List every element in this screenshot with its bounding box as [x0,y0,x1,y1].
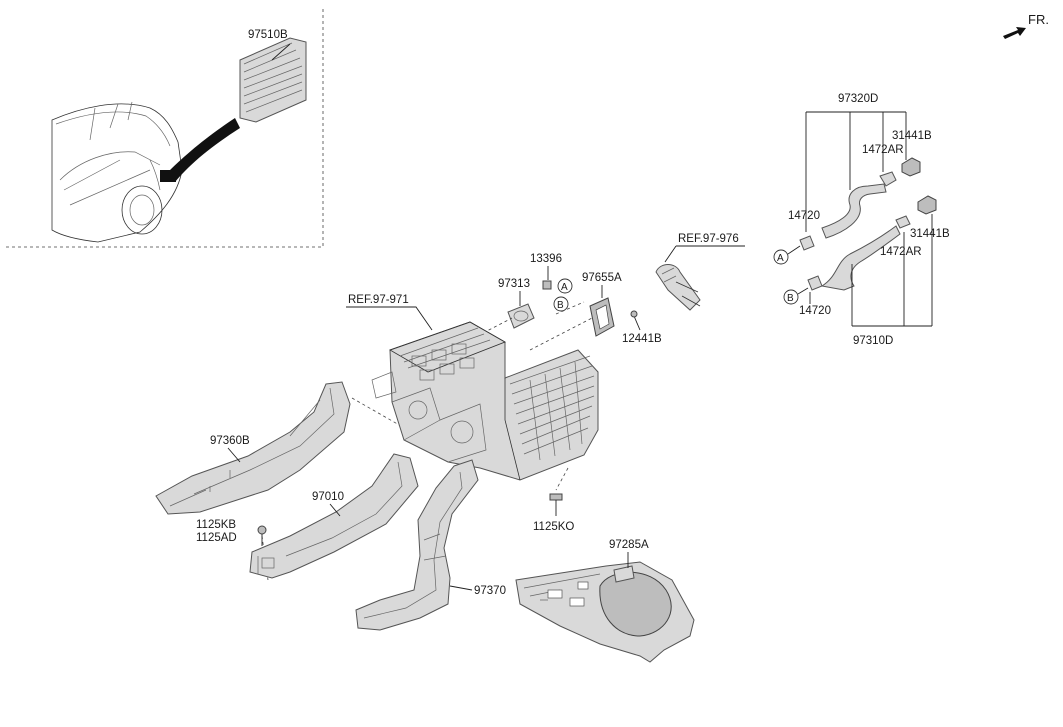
label-97320D: 97320D [838,93,878,105]
marker-b-center: B [553,296,569,312]
label-1472AR-top: 1472AR [862,144,904,156]
label-13396: 13396 [530,253,562,265]
screw-12441B [633,315,641,331]
svg-text:A: A [561,282,568,293]
connector-31441B-bottom [917,195,937,215]
label-14720-bottom: 14720 [799,305,831,317]
grommet-97313 [507,303,535,329]
label-ref-97-971: REF.97-971 [348,294,409,306]
duct-97370 [355,459,479,631]
label-97285A: 97285A [609,539,649,551]
label-97360B: 97360B [210,435,250,447]
svg-text:A: A [777,253,784,264]
front-arrow-icon [1003,27,1026,39]
cabin-filter-97510B [239,37,307,123]
front-label: FR. [1028,12,1049,27]
marker-b-right: B [783,289,799,305]
label-1125KO: 1125KO [533,521,574,533]
label-97310D: 97310D [853,335,893,347]
marker-a-center: A [557,278,573,294]
label-97010: 97010 [312,491,344,503]
inset-border [6,6,324,248]
label-1125KB: 1125KB [196,519,236,531]
label-12441B: 12441B [622,333,662,345]
label-97313: 97313 [498,278,530,290]
label-97370: 97370 [474,585,506,597]
heater-unit-assembly [371,321,599,481]
duct-97010 [249,453,419,579]
hose-end-ref-97-976 [655,264,701,311]
label-1125AD: 1125AD [196,532,237,544]
duct-97360B [155,381,351,515]
connector-31441B-top [901,157,921,177]
hose-97310D [820,225,901,291]
label-97510B: 97510B [248,29,288,41]
screw-1125KB [257,525,267,546]
label-97655A: 97655A [582,272,622,284]
svg-text:B: B [557,300,564,311]
marker-a-right: A [773,249,789,265]
label-31441B-bottom: 31441B [910,228,950,240]
vehicle-inset: 97510B [6,6,324,248]
car-outline [51,103,183,243]
svg-text:B: B [787,293,794,304]
label-1472AR-bottom: 1472AR [880,246,922,258]
clip-13396 [542,280,552,290]
front-direction-indicator: FR. [1003,12,1049,39]
label-ref-97-976: REF.97-976 [678,233,739,245]
cover-97285A [515,561,695,663]
hose-group: 97320D 31441B 1472AR 14720 31441B 1472AR… [773,93,950,347]
bolt-1125KO [549,493,563,516]
label-31441B-top: 31441B [892,130,932,142]
label-14720-top: 14720 [788,210,820,222]
hose-97320D [821,183,887,239]
inset-callout-band [165,118,240,182]
